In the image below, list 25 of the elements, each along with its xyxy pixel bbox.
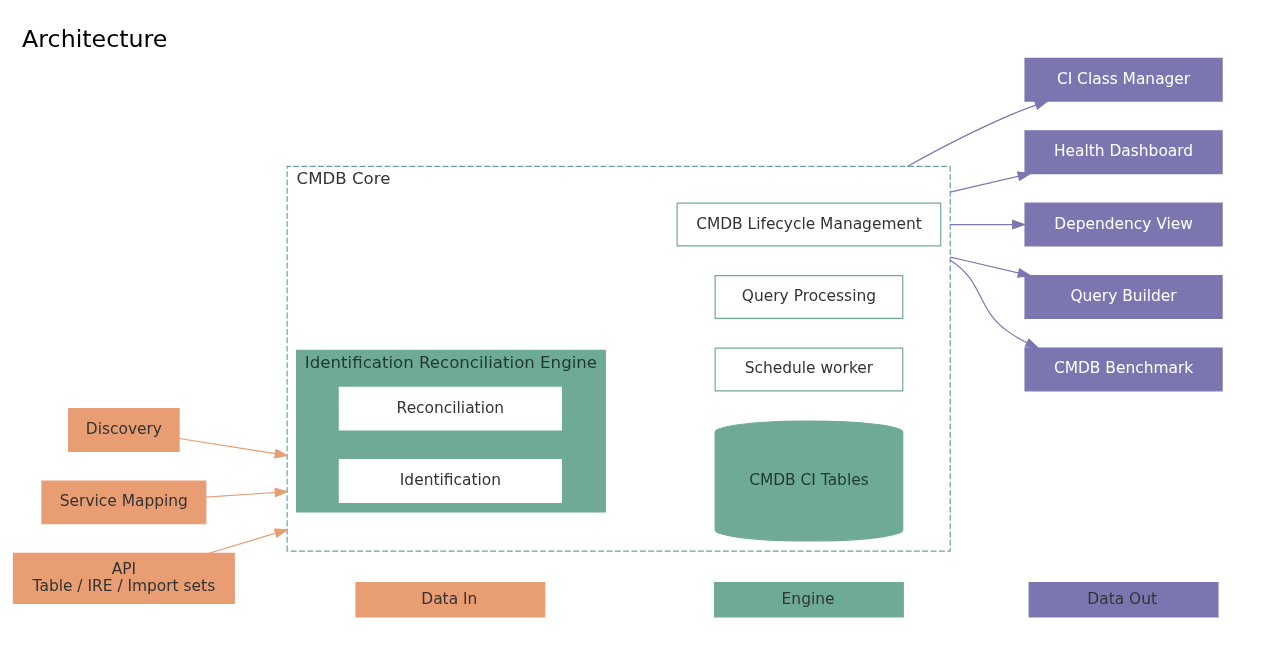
arrow	[949, 259, 1040, 349]
arrow	[906, 100, 1049, 167]
node-box: Discovery	[68, 407, 180, 452]
arrow	[949, 171, 1032, 193]
node-box: CMDB Lifecycle Management	[676, 202, 942, 247]
arrow	[207, 528, 289, 554]
node-box: CI Class Manager	[1024, 57, 1223, 102]
node-box: API Table / IRE / Import sets	[12, 552, 235, 604]
arrow	[949, 256, 1032, 278]
node-box: CMDB Benchmark	[1024, 346, 1223, 391]
legend-label: Data Out	[1087, 589, 1158, 608]
node-box: Schedule worker	[714, 346, 904, 391]
arrow	[205, 487, 289, 498]
node-box: Query Builder	[1024, 274, 1223, 319]
node-box: Identification	[338, 458, 562, 503]
legend-label: Engine	[781, 589, 835, 608]
node-box: Service Mapping	[41, 479, 207, 524]
legend-label: Data In	[421, 589, 478, 608]
node-box: Dependency View	[1024, 202, 1223, 247]
node-box: Reconciliation	[338, 386, 562, 431]
node-box: Query Processing	[714, 274, 904, 319]
diagram-title: Architecture	[22, 23, 168, 52]
arrow	[178, 437, 289, 458]
node-box: Health Dashboard	[1024, 129, 1223, 174]
arrow	[949, 219, 1027, 230]
